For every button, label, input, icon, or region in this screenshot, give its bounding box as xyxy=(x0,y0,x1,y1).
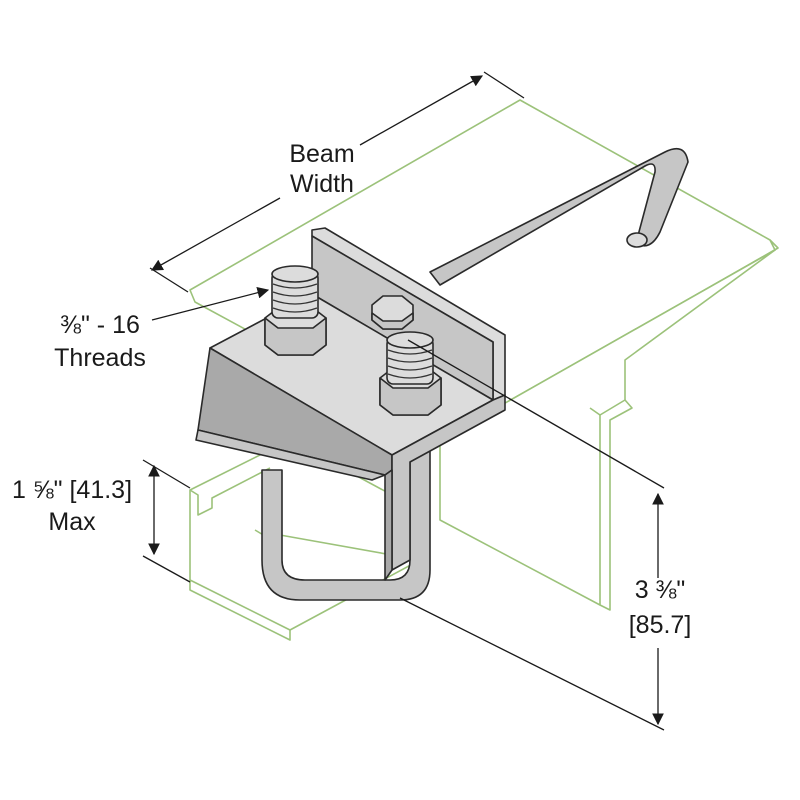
dimension-threads: ⅜" - 16 Threads xyxy=(54,286,270,372)
beam-web xyxy=(439,249,776,606)
clamp-front-lower xyxy=(195,429,386,481)
beam-width-arrow-left xyxy=(150,197,281,271)
clamp-right-drop xyxy=(391,394,506,571)
beam-web-lower xyxy=(599,399,633,611)
clamp-height-label-line1: 3 ⅜" xyxy=(635,576,686,604)
clamp-height-label-line2: [85.7] xyxy=(629,611,692,639)
beam-web-inner xyxy=(589,407,601,416)
bolt-right-top xyxy=(386,331,434,349)
beam-width-label-line1: Beam xyxy=(289,140,354,168)
set-screw xyxy=(371,295,414,330)
threads-leader xyxy=(151,286,270,321)
threads-label-line2: Threads xyxy=(54,344,146,372)
beam-width-label-line2: Width xyxy=(290,170,354,198)
set-screw-side xyxy=(371,312,414,330)
bolt-left xyxy=(264,265,327,356)
clamp-height-extension-bottom xyxy=(399,597,665,731)
bolt-left-nut-side xyxy=(264,317,327,356)
strut-height-label-line2: Max xyxy=(48,508,96,536)
clamp-right-drop-face xyxy=(384,469,393,581)
threads-label-line1: ⅜" - 16 xyxy=(60,311,140,339)
bolt-right-nut-side xyxy=(379,377,442,416)
bolt-left-top xyxy=(271,265,319,283)
beam-width-arrow-right xyxy=(359,75,484,146)
bolt-right xyxy=(379,331,442,416)
clamp-height-extension-top xyxy=(407,339,665,489)
hook-rod xyxy=(429,147,689,286)
dimension-beam-width: Beam Width xyxy=(149,71,525,293)
dimension-strut-height: 1 ⅝" [41.3] Max xyxy=(12,459,191,583)
strut-height-label-line1: 1 ⅝" [41.3] xyxy=(12,476,132,504)
dimension-clamp-height: 3 ⅜" [85.7] xyxy=(399,339,692,731)
hook-rod-shaft xyxy=(429,147,689,286)
strut-bottom-edge xyxy=(189,580,291,641)
hook-rod-end xyxy=(626,232,648,248)
strut-lip-left xyxy=(189,467,271,516)
